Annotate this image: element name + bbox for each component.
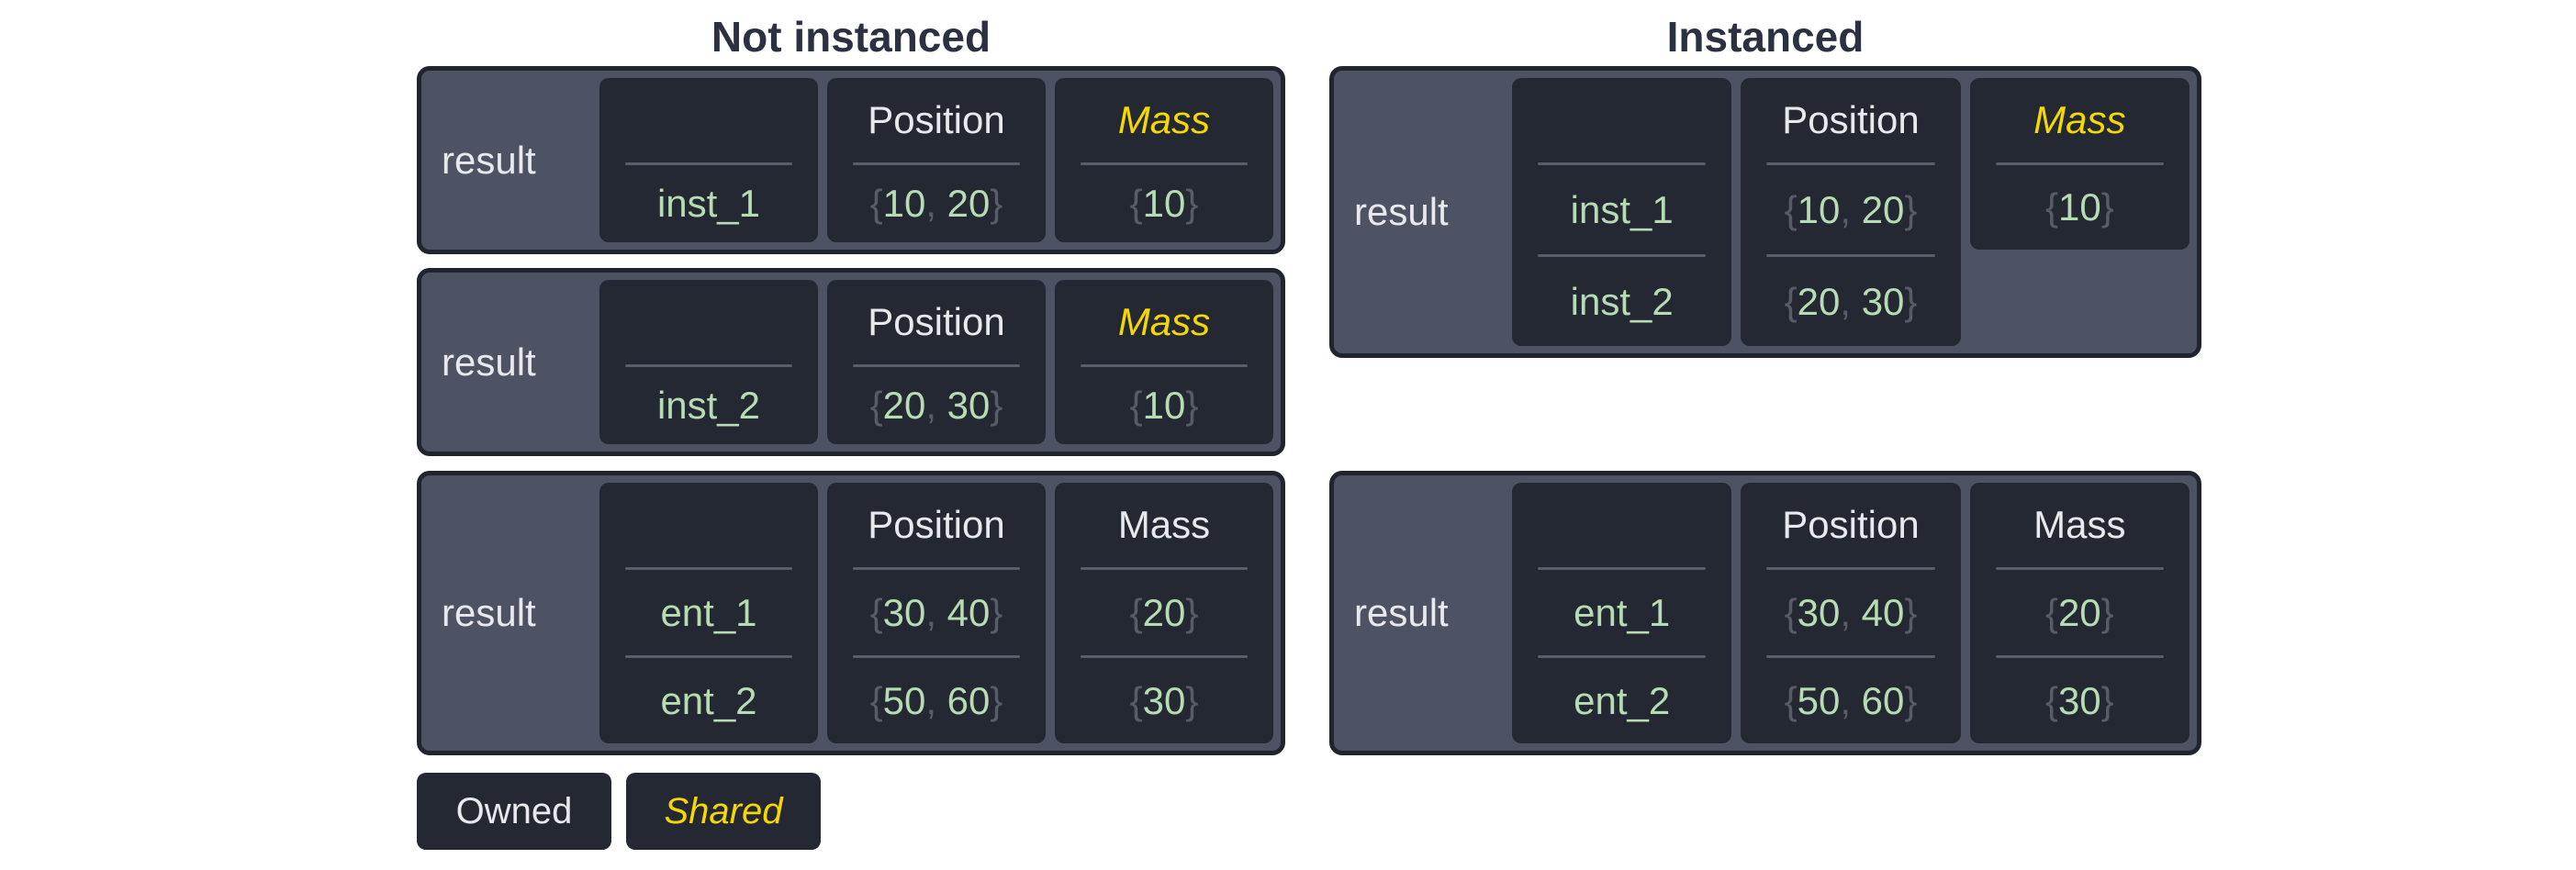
mass-value: {10} — [1129, 182, 1199, 225]
separator-line — [853, 364, 1020, 367]
entity-name: ent_1 — [1574, 590, 1671, 634]
separator-line — [853, 162, 1020, 165]
separator-line — [1081, 364, 1248, 367]
position-value: {50, 60} — [869, 678, 1003, 722]
position-column: Position {10, 20} {20, 30} — [1741, 78, 1961, 346]
position-column: Position {30, 40} {50, 60} — [827, 483, 1046, 743]
mass-column: Mass {10} — [1055, 280, 1273, 444]
mass-value: {10} — [2044, 185, 2114, 229]
position-column: Position {20, 30} — [827, 280, 1046, 444]
result-label: result — [442, 340, 536, 384]
position-header: Position — [868, 98, 1005, 141]
separator-line — [1081, 162, 1248, 165]
separator-line — [1081, 567, 1248, 570]
position-value: {30, 40} — [1784, 590, 1918, 634]
separator-line — [1766, 655, 1935, 658]
mass-column: Mass {20} {30} — [1969, 483, 2190, 743]
legend: Owned Shared — [417, 773, 1285, 850]
position-value: {10, 20} — [1784, 187, 1918, 231]
position-value: {30, 40} — [869, 590, 1003, 634]
empty-header — [599, 280, 818, 364]
mass-header: Mass — [1117, 98, 1211, 141]
result-label: result — [442, 138, 536, 182]
result-box-entities-right: result ent_1 ent_2 Position {30, 40} {50… — [1329, 471, 2201, 755]
result-label: result — [1354, 190, 1449, 233]
position-header: Position — [1782, 98, 1920, 141]
instanced-title: Instanced — [1666, 13, 1865, 61]
mass-value: {30} — [2044, 678, 2114, 722]
entity-column: inst_2 — [599, 280, 818, 444]
result-label: result — [1354, 591, 1449, 634]
separator-line — [625, 364, 792, 367]
mass-column: Mass {10} — [1055, 78, 1273, 242]
mass-value: {10} — [1129, 384, 1199, 427]
empty-header — [1512, 78, 1731, 162]
mass-column-shared: Mass {10} — [1969, 78, 2190, 250]
separator-line — [1538, 655, 1707, 658]
separator-line — [1995, 567, 2164, 570]
entity-name: inst_2 — [656, 384, 761, 427]
position-value: {20, 30} — [869, 384, 1003, 427]
result-label: result — [442, 591, 536, 634]
separator-line — [1766, 567, 1935, 570]
separator-line — [1766, 162, 1935, 165]
not-instanced-column: Not instanced result inst_1 Position {10… — [417, 7, 1285, 850]
separator-line — [1995, 655, 2164, 658]
mass-header: Mass — [1117, 503, 1211, 546]
separator-line — [1538, 162, 1707, 165]
separator-line — [1538, 567, 1707, 570]
entity-column: ent_1 ent_2 — [599, 483, 818, 743]
separator-line — [625, 655, 792, 658]
legend-owned-chip: Owned — [417, 773, 611, 850]
mass-header: Mass — [2033, 503, 2126, 546]
instanced-column: Instanced result inst_1 inst_2 Position … — [1329, 7, 2201, 755]
position-header: Position — [868, 503, 1005, 546]
position-header: Position — [1782, 503, 1920, 546]
entity-name: inst_1 — [1570, 187, 1674, 231]
mass-column: Mass {20} {30} — [1055, 483, 1273, 743]
legend-shared-chip: Shared — [626, 773, 821, 850]
mass-header: Mass — [1117, 300, 1211, 343]
entity-column: inst_1 — [599, 78, 818, 242]
separator-line — [625, 162, 792, 165]
entity-name: inst_1 — [656, 182, 761, 225]
separator-line — [853, 567, 1020, 570]
result-box-entities-left: result ent_1 ent_2 Position {30, 40} {50… — [417, 471, 1285, 755]
separator-line — [625, 567, 792, 570]
result-box-instanced: result inst_1 inst_2 Position {10, 20} {… — [1329, 66, 2201, 358]
separator-line — [1995, 162, 2165, 165]
separator-line — [853, 655, 1020, 658]
not-instanced-title: Not instanced — [711, 13, 991, 61]
entity-name: ent_2 — [1574, 678, 1671, 722]
mass-value: {20} — [1129, 590, 1199, 634]
separator-line — [1766, 254, 1935, 257]
separator-line — [1081, 655, 1248, 658]
position-value: {10, 20} — [869, 182, 1003, 225]
mass-header: Mass — [2033, 98, 2126, 141]
position-value: {20, 30} — [1784, 279, 1918, 323]
position-header: Position — [868, 300, 1005, 343]
separator-line — [1538, 254, 1707, 257]
empty-header — [599, 78, 818, 162]
result-box-inst1: result inst_1 Position {10, 20} Mass {10… — [417, 66, 1285, 254]
position-value: {50, 60} — [1784, 678, 1918, 722]
entity-column: ent_1 ent_2 — [1512, 483, 1732, 743]
result-box-inst2: result inst_2 Position {20, 30} Mass {10… — [417, 268, 1285, 456]
entity-name: inst_2 — [1570, 279, 1674, 323]
entity-name: ent_1 — [660, 590, 757, 634]
position-column: Position {10, 20} — [827, 78, 1046, 242]
entity-name: ent_2 — [660, 678, 757, 722]
empty-header — [599, 483, 818, 567]
position-column: Position {30, 40} {50, 60} — [1741, 483, 1961, 743]
mass-value: {20} — [2044, 590, 2114, 634]
empty-header — [1512, 483, 1731, 567]
entity-column: inst_1 inst_2 — [1512, 78, 1732, 346]
mass-value: {30} — [1129, 678, 1199, 722]
